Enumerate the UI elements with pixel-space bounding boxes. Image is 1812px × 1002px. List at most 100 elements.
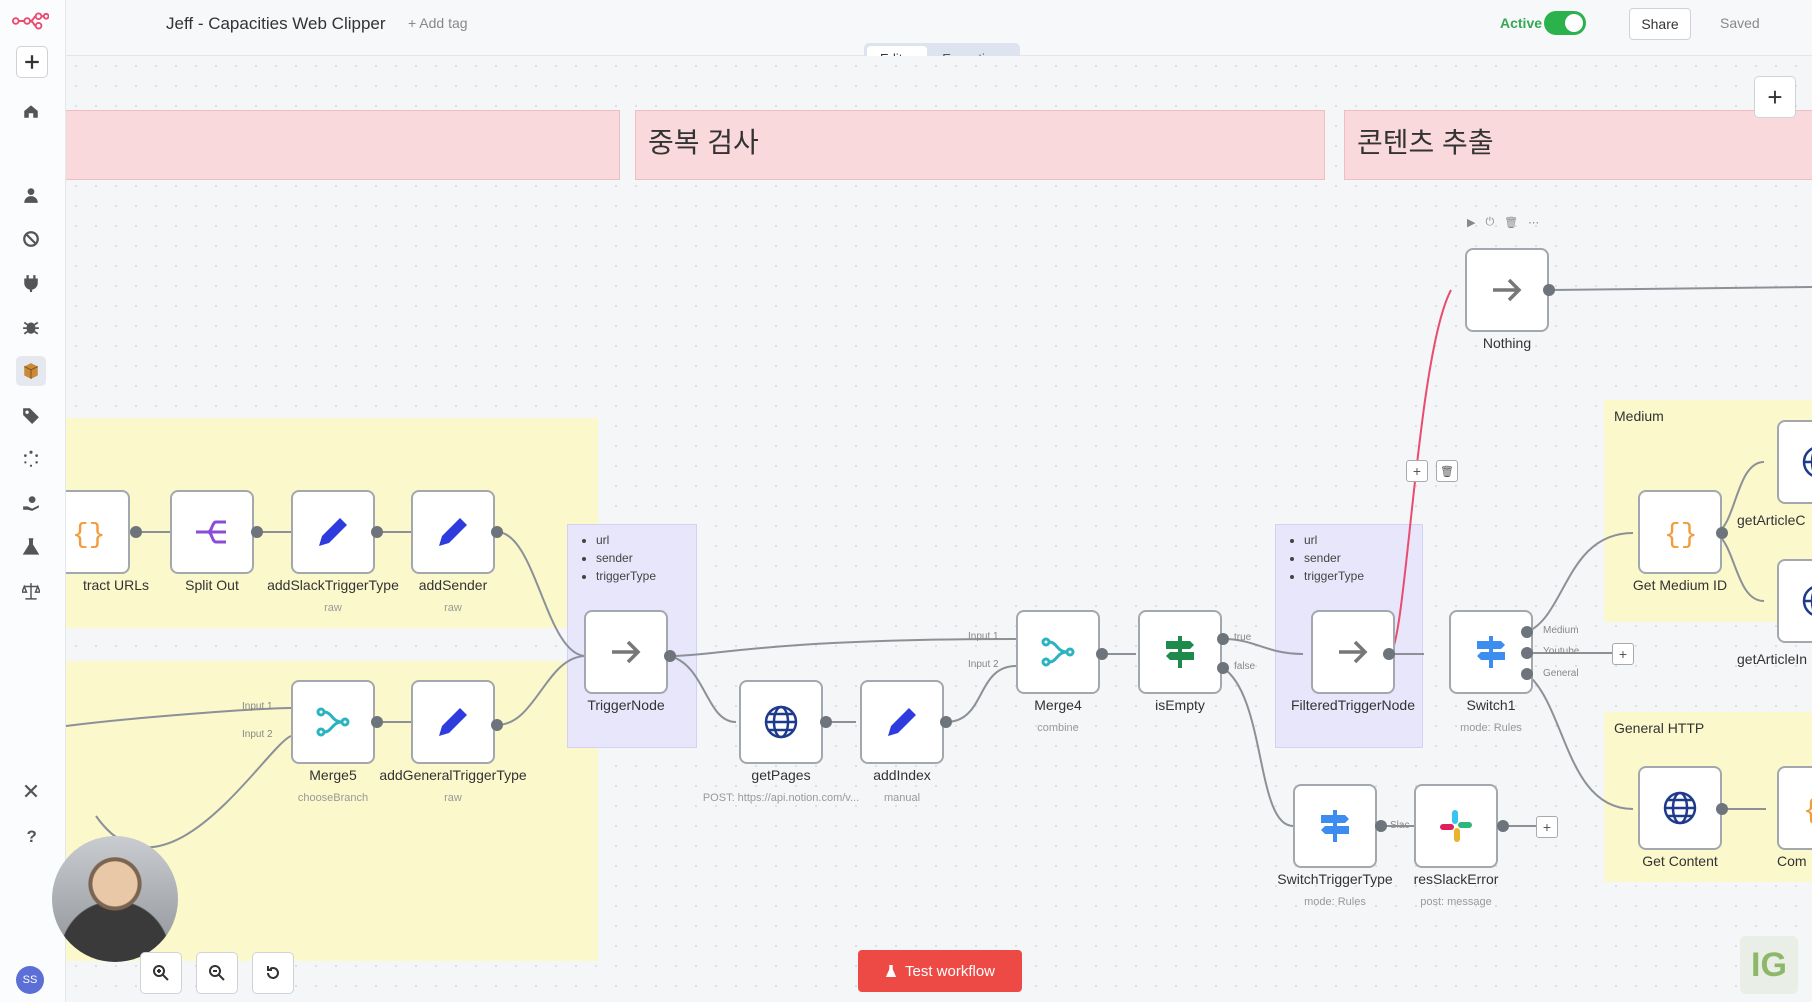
delete-connection-button[interactable]: 🗑 [1436,460,1458,482]
package-icon[interactable] [16,356,46,386]
output-port[interactable] [1375,820,1387,832]
output-port-general[interactable] [1521,668,1533,680]
play-icon[interactable]: ▶ [1467,217,1476,229]
node-switch-trigger-type[interactable] [1293,784,1377,868]
output-port-false[interactable] [1217,662,1229,674]
sticky-note-blank[interactable] [66,110,620,180]
port-label: Input 1 [968,631,999,642]
variables-icon[interactable] [16,776,46,806]
node-get-article-c[interactable] [1777,420,1812,504]
add-node-button[interactable]: + [1754,76,1796,118]
node-filtered-trigger-node[interactable] [1311,610,1395,694]
node-get-article-in[interactable] [1777,559,1812,643]
bug-icon[interactable] [16,312,46,342]
node-merge4[interactable] [1016,610,1100,694]
output-port[interactable] [371,716,383,728]
output-port[interactable] [251,526,263,538]
node-label: getArticleIn [1737,651,1808,667]
sticky-note-dup-check[interactable]: 중복 검사 [635,110,1325,180]
node-extract-urls[interactable]: {} [66,490,130,574]
home-icon[interactable] [16,96,46,126]
output-port[interactable] [130,526,142,538]
ig-watermark-logo: IG [1740,936,1798,994]
output-port-medium[interactable] [1521,626,1533,638]
output-port[interactable] [371,526,383,538]
node-add-sender[interactable] [411,490,495,574]
sticky-title: General HTTP [1614,720,1705,736]
zoom-out-button[interactable] [196,952,238,994]
hand-holding-icon[interactable] [16,488,46,518]
node-is-empty[interactable] [1138,610,1222,694]
test-workflow-button[interactable]: Test workflow [858,950,1022,992]
output-port[interactable] [940,716,952,728]
user-avatar[interactable]: SS [16,966,44,994]
port-label: Youtube [1543,646,1580,657]
active-toggle[interactable] [1544,11,1586,35]
node-com[interactable]: {} [1777,766,1812,850]
output-port[interactable] [820,716,832,728]
node-subtitle: raw [444,792,462,804]
header-bar: Jeff - Capacities Web Clipper + Add tag … [66,0,1812,56]
more-icon[interactable]: ⋯ [1528,217,1540,229]
sticky-note-fields-filtered[interactable]: url sender triggerType [1275,524,1423,748]
node-label: addGeneralTriggerType [379,767,527,783]
flask-icon[interactable] [16,532,46,562]
help-icon[interactable]: ? [16,820,46,850]
sticky-note-content-extract[interactable]: 콘텐츠 추출 [1344,110,1812,180]
user-icon[interactable] [16,180,46,210]
workflow-canvas[interactable]: 중복 검사 콘텐츠 추출 Medium General HTTP url sen… [66,56,1812,1002]
globe-icon [1802,586,1812,616]
node-subtitle: post: message [1420,896,1492,908]
node-nothing[interactable] [1465,248,1549,332]
node-subtitle: mode: Rules [1304,896,1366,908]
code-braces-icon: {} [1803,796,1812,827]
add-connection-button[interactable]: + [1612,643,1634,665]
add-connection-button[interactable]: + [1536,816,1558,838]
add-workflow-icon[interactable] [16,46,48,78]
workflow-name[interactable]: Jeff - Capacities Web Clipper [166,14,386,33]
output-port-true[interactable] [1217,633,1229,645]
output-port[interactable] [491,719,503,731]
output-port[interactable] [664,650,676,662]
connection-wires [66,286,1812,849]
output-port[interactable] [491,526,503,538]
node-res-slack-error[interactable] [1414,784,1498,868]
output-port[interactable] [1543,284,1555,296]
node-get-medium-id[interactable]: {} [1638,490,1722,574]
zoom-in-button[interactable] [140,952,182,994]
sticky-title: 중복 검사 [648,127,759,158]
balance-scale-icon[interactable] [16,576,46,606]
n8n-logo-icon[interactable] [10,6,50,36]
tags-icon[interactable] [16,400,46,430]
node-label: Get Content [1642,853,1718,869]
output-port[interactable] [1716,527,1728,539]
node-get-pages[interactable] [739,680,823,764]
reset-zoom-button[interactable] [252,952,294,994]
output-port[interactable] [1383,648,1395,660]
output-port[interactable] [1096,648,1108,660]
node-get-content[interactable] [1638,766,1722,850]
output-port[interactable] [1497,820,1509,832]
pencil-icon [319,518,347,546]
output-port-youtube[interactable] [1521,647,1533,659]
spinner-icon[interactable] [16,444,46,474]
port-label: Input 2 [968,659,999,670]
node-split-out[interactable] [170,490,254,574]
output-port[interactable] [1716,803,1728,815]
svg-text:?: ? [27,827,37,844]
node-add-slack-trigger-type[interactable] [291,490,375,574]
add-tag-link[interactable]: + Add tag [408,15,468,31]
node-label: Split Out [185,577,239,593]
plug-icon[interactable] [16,268,46,298]
node-add-index[interactable] [860,680,944,764]
node-label: isEmpty [1155,697,1205,713]
trash-icon[interactable]: 🗑 [1504,217,1519,229]
share-button[interactable]: Share [1629,8,1691,40]
node-merge5[interactable] [291,680,375,764]
node-trigger-node[interactable] [584,610,668,694]
ban-icon[interactable] [16,224,46,254]
power-icon[interactable]: ⏻ [1485,216,1495,228]
merge-icon [316,707,350,737]
node-add-general-trigger-type[interactable] [411,680,495,764]
add-node-on-connection-button[interactable]: + [1406,460,1428,482]
